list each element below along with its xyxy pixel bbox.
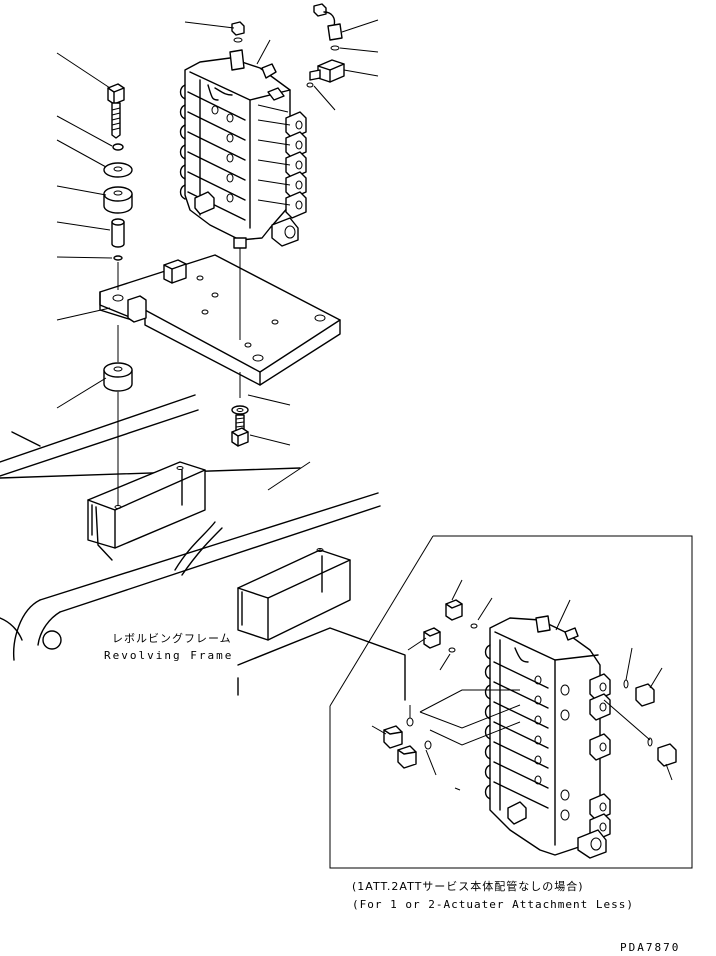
revolving-frame-label-en: Revolving Frame — [104, 649, 233, 662]
washer-right — [231, 405, 249, 415]
hex-bolt-right — [231, 414, 249, 447]
control-valve-inset — [484, 615, 611, 859]
vent-plug-top — [231, 21, 245, 43]
spacer-sleeve — [111, 218, 125, 248]
inset-caption-jp: (1ATT.2ATTサービス本体配管なしの場合) — [352, 879, 584, 893]
mounting-bracket-right — [237, 548, 351, 641]
leader-lines-main — [56, 19, 379, 491]
mounting-plate — [99, 254, 341, 386]
revolving-frame — [0, 394, 406, 701]
rubber-mount-lower — [103, 362, 133, 392]
rubber-mount-upper — [103, 186, 133, 214]
revolving-frame-label-jp: レボルビングフレーム — [112, 631, 232, 645]
flat-washer-left — [103, 162, 133, 178]
mounting-bracket-left — [87, 461, 206, 561]
drawing-code: PDA7870 — [620, 941, 680, 954]
leader-lines-inset — [371, 579, 673, 791]
pressure-sensor — [313, 3, 343, 51]
inset-caption-en: (For 1 or 2-Actuater Attachment Less) — [352, 898, 634, 911]
control-valve-main — [179, 49, 307, 249]
inset-panel — [329, 535, 693, 869]
spring-washer-left — [112, 143, 124, 151]
o-ring-left — [113, 255, 123, 261]
hex-bolt-left — [107, 83, 125, 139]
inset-plugs-and-orings — [383, 599, 677, 769]
solenoid-valve — [306, 59, 345, 88]
